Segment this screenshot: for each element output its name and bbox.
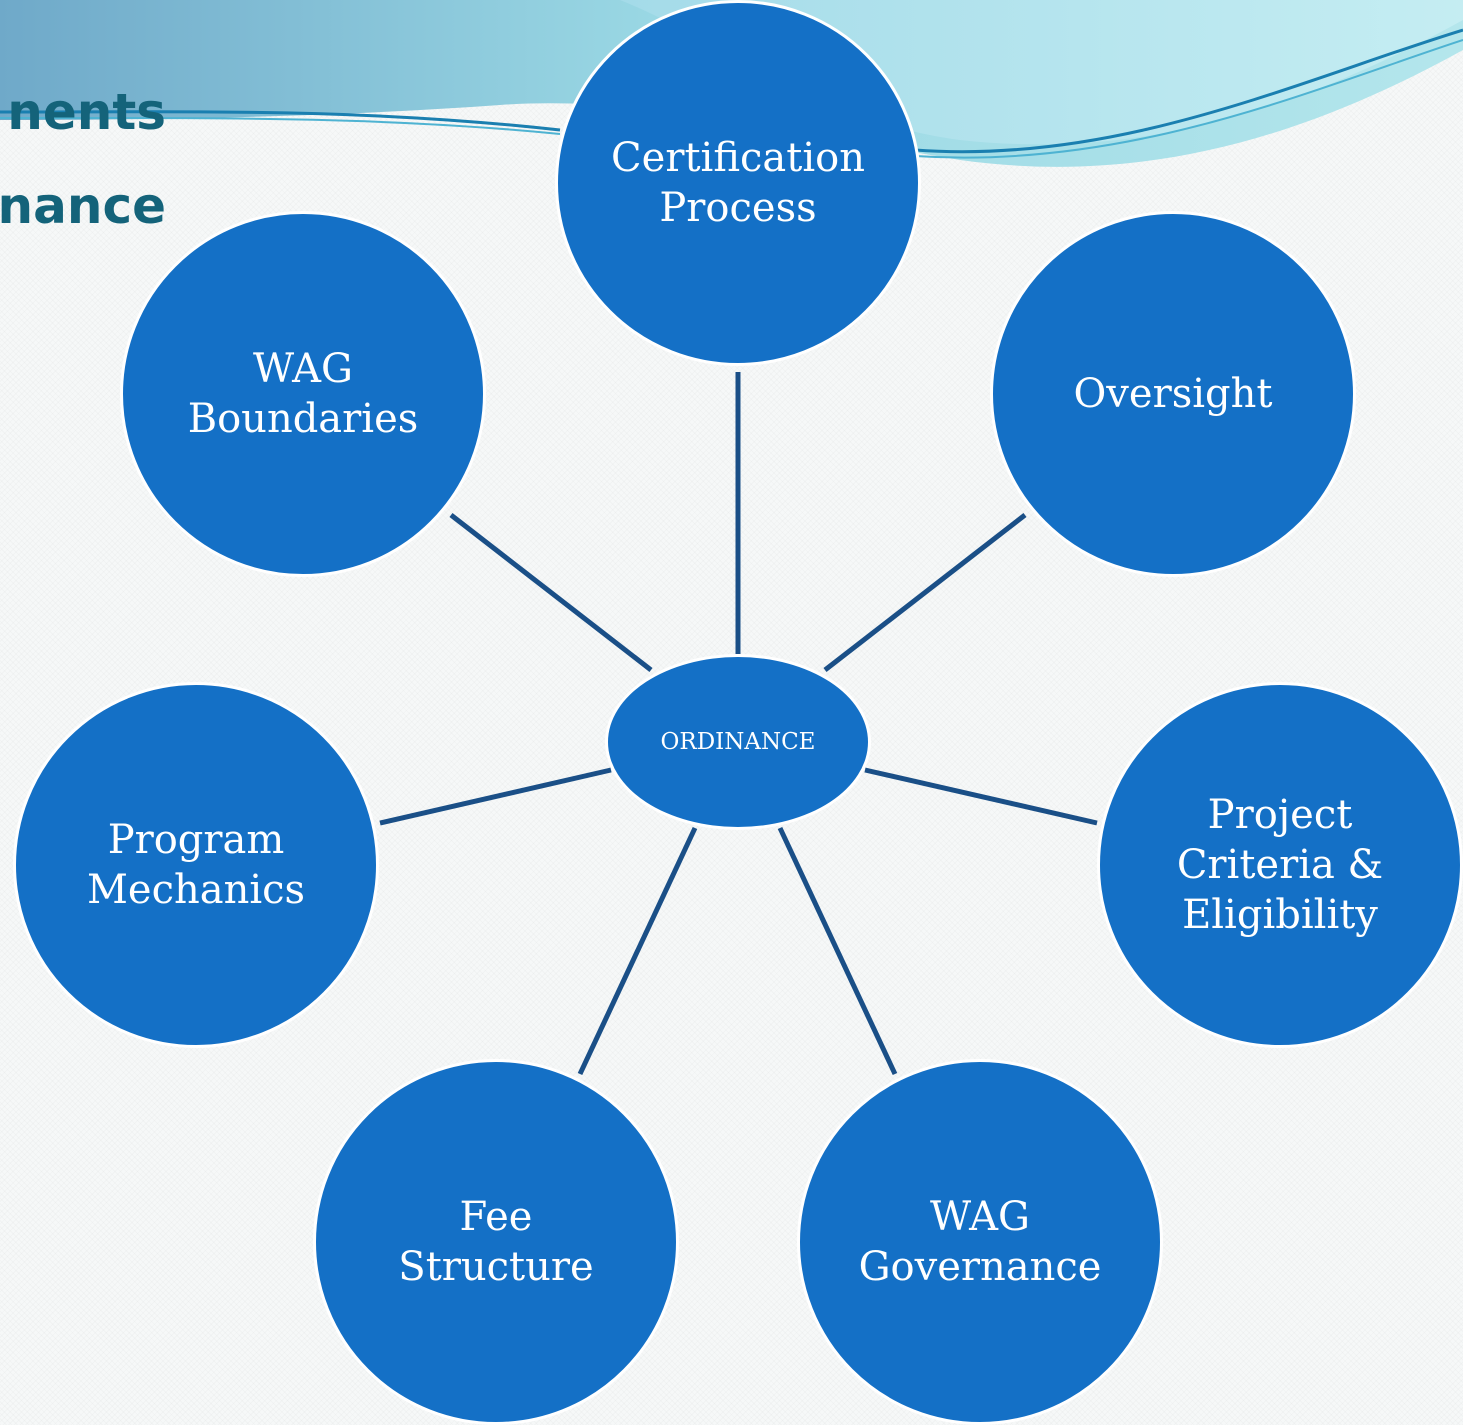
slide-title-line-1: nents: [7, 83, 166, 141]
node-label: Oversight: [1073, 371, 1273, 417]
node-label: Fee Structure: [398, 1194, 594, 1290]
connector-project-criteria-eligibility: [864, 767, 1098, 826]
connector-wag-boundaries: [449, 513, 653, 672]
node-fee-structure[interactable]: Fee Structure: [313, 1059, 679, 1425]
slide-title-line-2: nance: [0, 177, 166, 235]
node-oversight[interactable]: Oversight: [990, 211, 1356, 577]
center-hub-label: ORDINANCE: [660, 729, 816, 755]
node-wag-governance[interactable]: WAG Governance: [797, 1059, 1163, 1425]
node-project-criteria-eligibility[interactable]: Project Criteria & Eligibility: [1097, 682, 1463, 1048]
node-label: Program Mechanics: [86, 817, 306, 913]
connector-program-mechanics: [379, 767, 612, 826]
node-program-mechanics[interactable]: Program Mechanics: [13, 682, 379, 1048]
node-label: Certification Process: [611, 135, 865, 231]
connector-wag-governance: [777, 826, 898, 1076]
connector-fee-structure: [577, 826, 698, 1076]
node-label: Project Criteria & Eligibility: [1176, 792, 1384, 938]
node-certification-process[interactable]: Certification Process: [555, 0, 921, 366]
node-label: WAG Governance: [858, 1194, 1102, 1290]
connector-oversight: [823, 513, 1027, 672]
node-wag-boundaries[interactable]: WAG Boundaries: [120, 211, 486, 577]
center-hub-ordinance[interactable]: ORDINANCE: [605, 654, 871, 830]
node-label: WAG Boundaries: [187, 346, 419, 442]
